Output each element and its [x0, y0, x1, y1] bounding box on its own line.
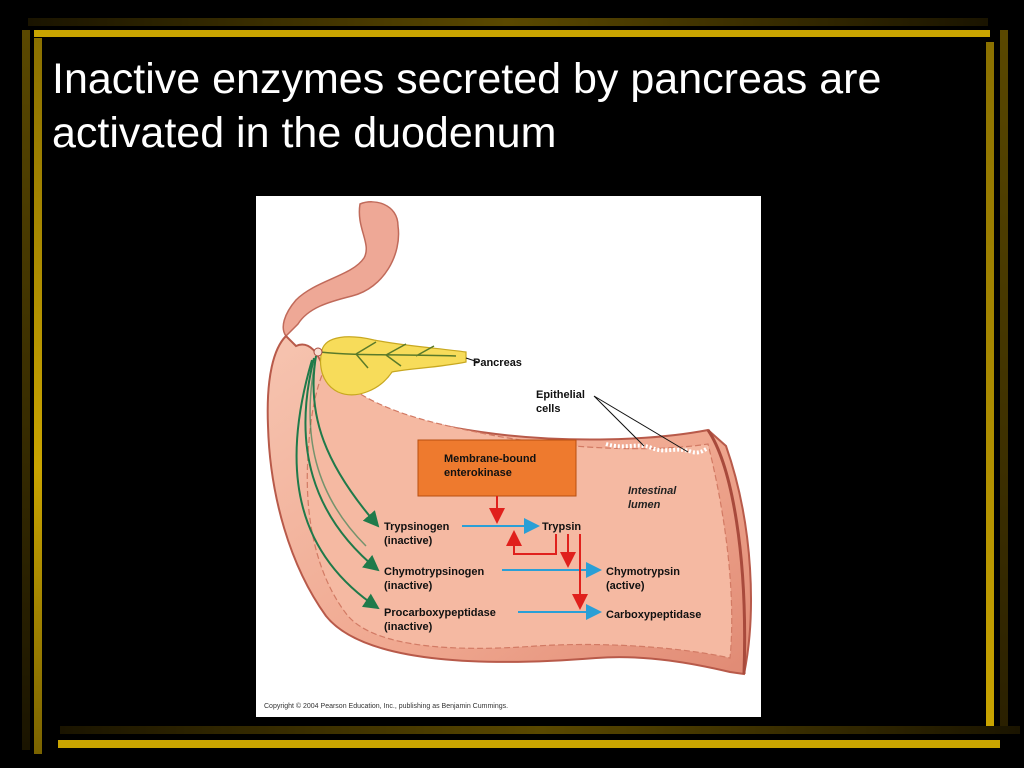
- active-enzyme-name-2: Carboxypeptidase: [606, 609, 701, 621]
- active-enzyme-name-0: Trypsin: [542, 521, 581, 533]
- right-border-gold: [986, 42, 994, 732]
- left-border-dark: [22, 30, 30, 750]
- right-border-dark: [1000, 30, 1008, 730]
- zymogen-name-1: Chymotrypsinogen: [384, 566, 485, 578]
- zymogen-name-2: Procarboxypeptidase: [384, 607, 496, 619]
- title-line-2: activated in the duodenum: [52, 109, 557, 157]
- duodenum-diagram: Pancreas Epithelial cells Membrane-bound…: [256, 196, 761, 717]
- bottom-border-dark: [60, 726, 1020, 734]
- left-border-gold: [34, 38, 42, 754]
- secretion-arrow-procarboxypeptidase: [295, 359, 380, 610]
- zymogen-state-0: (inactive): [384, 535, 433, 547]
- top-border-dark: [28, 18, 988, 26]
- activation-arrow-autocatalytic: [506, 530, 557, 555]
- ampulla: [313, 347, 323, 357]
- duodenum-opening: [706, 429, 747, 675]
- epithelial-layer: [605, 442, 709, 455]
- copyright-text: Copyright © 2004 Pearson Education, Inc.…: [264, 702, 508, 710]
- secretion-arrow-extra: [309, 355, 367, 547]
- zymogen-state-1: (inactive): [384, 580, 433, 592]
- bottom-border-gold: [58, 740, 1000, 748]
- pancreas-label: Pancreas: [473, 357, 522, 369]
- lumen-label-line-2: lumen: [628, 499, 661, 511]
- enterokinase-box: [417, 439, 577, 497]
- lumen-label-line-1: Intestinal: [628, 485, 677, 497]
- title-line-1: Inactive enzymes secreted by pancreas ar…: [52, 55, 882, 103]
- stomach-shape: [282, 201, 400, 338]
- slide-title: Inactive enzymes secreted by pancreas ar…: [52, 52, 952, 160]
- active-enzyme-state-1: (active): [606, 580, 645, 592]
- epithelial-label-line-2: cells: [536, 403, 560, 415]
- pancreatic-duct: [319, 341, 457, 369]
- epithelial-pointer: [593, 395, 689, 453]
- active-enzyme-name-1: Chymotrypsin: [606, 566, 680, 578]
- pancreas-pointer: [465, 357, 479, 363]
- epithelial-label-line-1: Epithelial: [536, 389, 585, 401]
- diagram-svg: Pancreas Epithelial cells Membrane-bound…: [264, 201, 752, 710]
- enterokinase-label-line-1: Membrane-bound: [444, 453, 536, 465]
- zymogen-state-2: (inactive): [384, 621, 433, 633]
- pancreas-shape: [319, 336, 467, 396]
- secretion-arrow-chymotrypsinogen: [304, 357, 380, 572]
- secretion-arrow-trypsinogen: [312, 355, 380, 528]
- zymogen-name-0: Trypsinogen: [384, 521, 450, 533]
- top-border-gold: [34, 30, 990, 37]
- enterokinase-label-line-2: enterokinase: [444, 467, 512, 479]
